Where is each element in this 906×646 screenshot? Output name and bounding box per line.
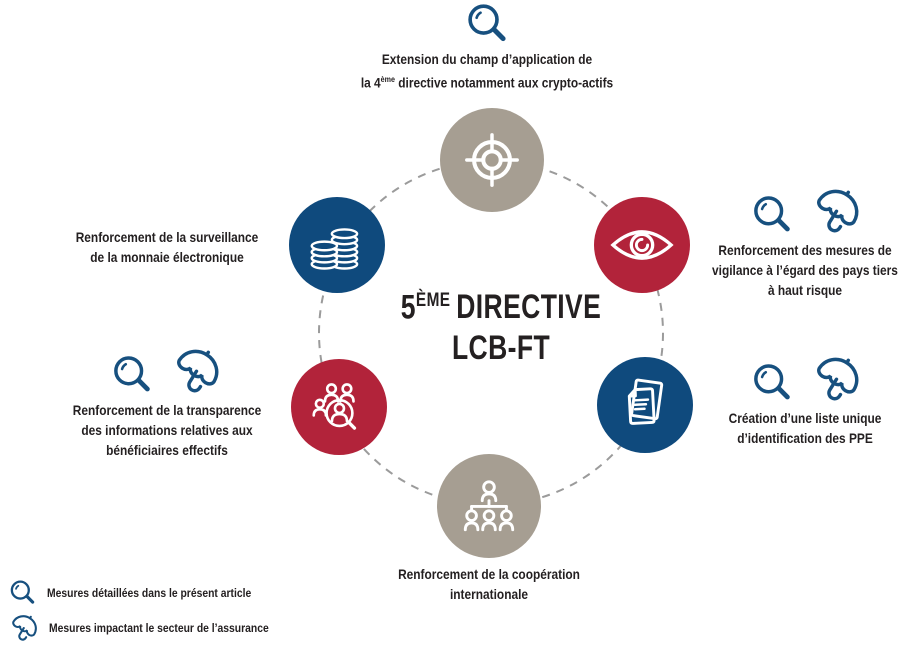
umbrella-icon <box>810 354 862 406</box>
legend-item-insurance: Mesures impactant le secteur de l’assura… <box>8 613 293 644</box>
magnifier-icon <box>110 354 154 398</box>
cooperation-node-circle <box>437 454 541 558</box>
surveillance-node-circle <box>289 197 385 293</box>
magnifier-icon <box>750 194 794 238</box>
surveillance-label: Renforcement de la surveillance de la mo… <box>75 229 259 265</box>
title-line-2: LCB-FT <box>451 329 551 368</box>
ppe-label: Création d’une liste unique d’identifica… <box>728 410 882 446</box>
magnifier-icon <box>750 362 794 406</box>
magnifier-icon <box>8 579 37 608</box>
vigilance-node-circle <box>594 197 690 293</box>
ppe-badges <box>696 354 906 406</box>
legend-label: Mesures impactant le secteur de l’assura… <box>49 622 269 635</box>
target-icon <box>465 133 519 187</box>
magnifier-icon <box>464 2 510 48</box>
umbrella-icon <box>170 346 222 398</box>
cooperation-label: Renforcement de la coopération internati… <box>398 566 580 602</box>
extension-label: Extension du champ d’application de la 4… <box>360 51 614 91</box>
vigilance-label: Renforcement des mesures de vigilance à … <box>712 242 898 298</box>
documents-icon <box>627 378 664 425</box>
ppe-node-circle <box>597 357 693 453</box>
vigilance-badges <box>696 186 906 238</box>
org-chart-icon <box>463 480 515 532</box>
legend-label: Mesures détaillées dans le présent artic… <box>47 587 252 600</box>
legend-item-detailed: Mesures détaillées dans le présent artic… <box>8 579 293 608</box>
transparence-node-circle <box>291 359 387 455</box>
extension-node-circle <box>440 108 544 212</box>
coins-icon <box>310 228 359 270</box>
extension-badges <box>464 2 510 48</box>
transparence-badges <box>46 346 286 398</box>
eye-icon <box>610 230 674 260</box>
people-search-icon <box>312 383 357 430</box>
umbrella-icon <box>8 613 39 644</box>
transparence-label: Renforcement de la transparence des info… <box>72 402 262 458</box>
umbrella-icon <box>810 186 862 238</box>
legend: Mesures détaillées dans le présent artic… <box>8 579 293 644</box>
